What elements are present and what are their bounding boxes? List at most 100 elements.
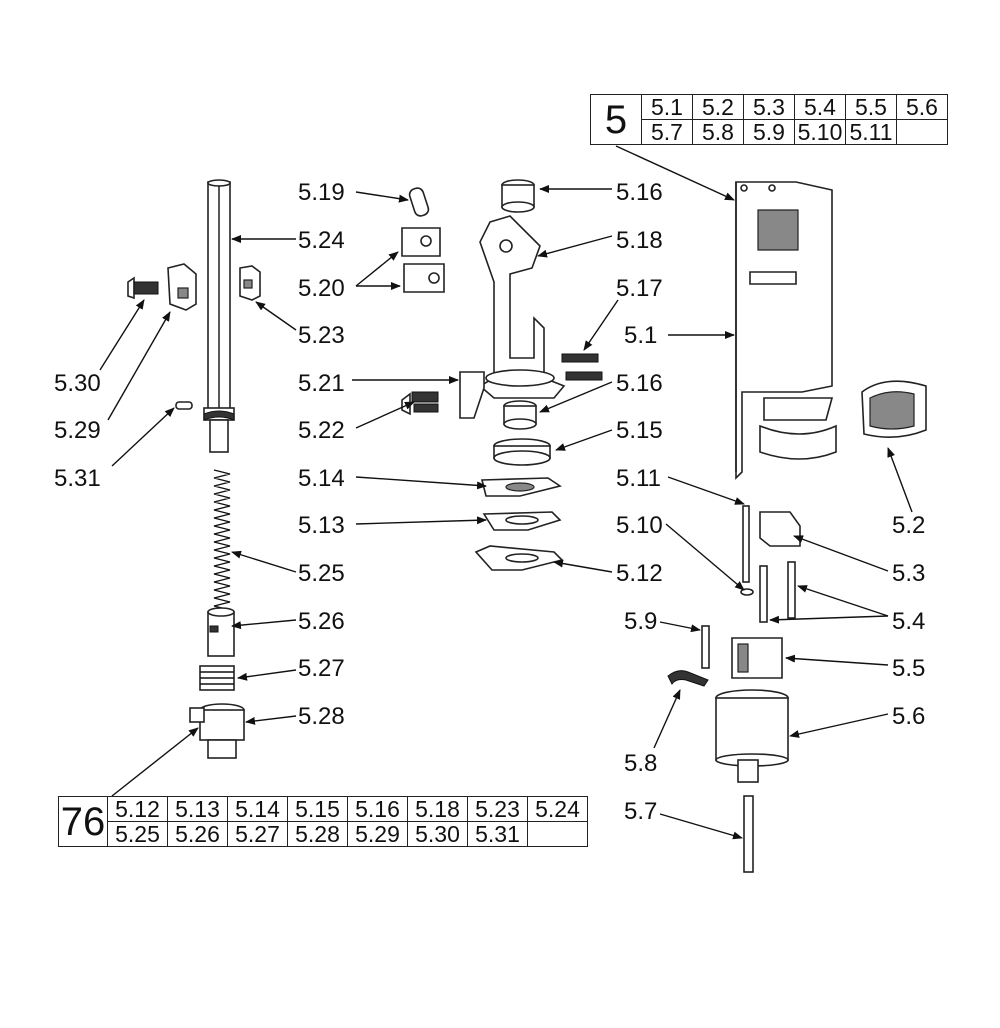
table-group-number: 5 (590, 94, 642, 145)
table-cell: 5.28 (287, 821, 348, 847)
label-5-16-lower: 5.16 (616, 370, 663, 397)
table-cell: 5.4 (794, 94, 846, 120)
table-cell: 5.24 (527, 796, 588, 822)
table-cell: 5.10 (794, 119, 846, 145)
part-5-5-block (731, 637, 783, 679)
label-5-6: 5.6 (892, 703, 925, 730)
table-cell: 5.1 (641, 94, 693, 120)
label-5-13: 5.13 (298, 512, 345, 539)
table-cell: 5.27 (227, 821, 288, 847)
label-5-1: 5.1 (624, 322, 657, 349)
part-5-7-shaft (743, 795, 754, 873)
label-5-8: 5.8 (624, 750, 657, 777)
part-5-29-clip (167, 263, 197, 311)
table-row: 5 5.1 5.2 5.3 5.4 5.5 5.6 (590, 94, 948, 145)
part-5-21-latch (459, 371, 485, 419)
part-5-22-screws (401, 391, 439, 416)
label-5-2: 5.2 (892, 512, 925, 539)
part-5-19-pin (408, 187, 430, 217)
label-5-21: 5.21 (298, 370, 345, 397)
label-5-9: 5.9 (624, 608, 657, 635)
part-5-1-housing (735, 181, 837, 480)
label-5-17: 5.17 (616, 275, 663, 302)
part-5-12-plate (474, 545, 564, 571)
part-5-24-rod (203, 179, 235, 453)
label-5-10: 5.10 (616, 512, 663, 539)
label-5-29: 5.29 (54, 417, 101, 444)
label-5-22: 5.22 (298, 417, 345, 444)
table-cell: 5.13 (167, 796, 228, 822)
table-cell: 5.14 (227, 796, 288, 822)
label-5-18: 5.18 (616, 227, 663, 254)
table-cell: 5.5 (845, 94, 897, 120)
label-5-19: 5.19 (298, 179, 345, 206)
part-5-27-spring (199, 665, 235, 691)
label-5-20: 5.20 (298, 275, 345, 302)
table-cell: 5.7 (641, 119, 693, 145)
table-cell: 5.12 (107, 796, 168, 822)
label-5-5: 5.5 (892, 655, 925, 682)
part-5-11-pin (742, 505, 750, 583)
table-cell: 5.16 (347, 796, 408, 822)
table-cell: 5.3 (743, 94, 795, 120)
part-5-8-spring (667, 670, 709, 687)
table-cell: 5.6 (896, 94, 948, 120)
label-5-27: 5.27 (298, 655, 345, 682)
part-5-30-screw (127, 276, 159, 300)
part-5-26-bushing (207, 607, 235, 657)
table-cell: 5.18 (407, 796, 468, 822)
table-cell (896, 119, 948, 145)
callout-labels: 5.19 5.16 5.24 5.18 5.20 5.17 5.23 5.1 5… (54, 179, 925, 825)
part-5-6-cylinder (715, 689, 789, 783)
label-5-14: 5.14 (298, 465, 345, 492)
label-5-7: 5.7 (624, 798, 657, 825)
label-5-31: 5.31 (54, 465, 101, 492)
part-5-16-lower-bushing (503, 400, 537, 430)
leader-lines (99, 145, 913, 840)
label-5-4: 5.4 (892, 608, 925, 635)
part-5-31-pin (175, 401, 193, 410)
table-group-number: 76 (58, 796, 108, 847)
table-cell: 5.30 (407, 821, 468, 847)
part-5-20-blocks (401, 227, 445, 293)
table-cell: 5.9 (743, 119, 795, 145)
table-cell: 5.11 (845, 119, 897, 145)
part-5-17-springs (561, 353, 603, 381)
part-5-14-plate (480, 477, 562, 497)
part-5-28-nut (189, 703, 245, 759)
table-cell: 5.25 (107, 821, 168, 847)
table-cell: 5.2 (692, 94, 744, 120)
label-5-11: 5.11 (616, 465, 661, 492)
parts-table-group-76: 76 5.12 5.13 5.14 5.15 5.16 5.18 5.23 5.… (58, 796, 588, 847)
table-cell: 5.26 (167, 821, 228, 847)
parts-table-group-5: 5 5.1 5.2 5.3 5.4 5.5 5.6 5.7 5.8 5.9 5.… (590, 94, 948, 145)
table-row: 5.25 5.26 5.27 5.28 5.29 5.30 5.31 (59, 821, 588, 847)
table-cell: 5.15 (287, 796, 348, 822)
table-cell: 5.31 (467, 821, 528, 847)
part-5-18-frame (478, 215, 566, 399)
part-5-13-plate (482, 511, 562, 531)
label-5-15: 5.15 (616, 417, 663, 444)
label-5-23: 5.23 (298, 322, 345, 349)
table-row: 5.7 5.8 5.9 5.10 5.11 (591, 119, 948, 145)
label-5-12: 5.12 (616, 560, 663, 587)
part-5-3-bracket (759, 511, 801, 547)
label-5-26: 5.26 (298, 608, 345, 635)
table-row: 76 5.12 5.13 5.14 5.15 5.16 5.18 5.23 5.… (58, 796, 588, 847)
label-5-25: 5.25 (298, 560, 345, 587)
table-cell: 5.23 (467, 796, 528, 822)
label-5-3: 5.3 (892, 560, 925, 587)
label-5-24: 5.24 (298, 227, 345, 254)
table-cell: 5.29 (347, 821, 408, 847)
part-5-4-pins (759, 561, 796, 623)
table-cell (527, 821, 588, 847)
part-5-16-upper-bushing (501, 179, 535, 213)
part-5-2-cap (861, 380, 927, 438)
label-5-16-upper: 5.16 (616, 179, 663, 206)
part-5-15-washer (493, 438, 551, 466)
label-5-28: 5.28 (298, 703, 345, 730)
table-cell: 5.8 (692, 119, 744, 145)
part-5-9-pin (701, 625, 710, 669)
part-5-25-spring (213, 469, 231, 611)
